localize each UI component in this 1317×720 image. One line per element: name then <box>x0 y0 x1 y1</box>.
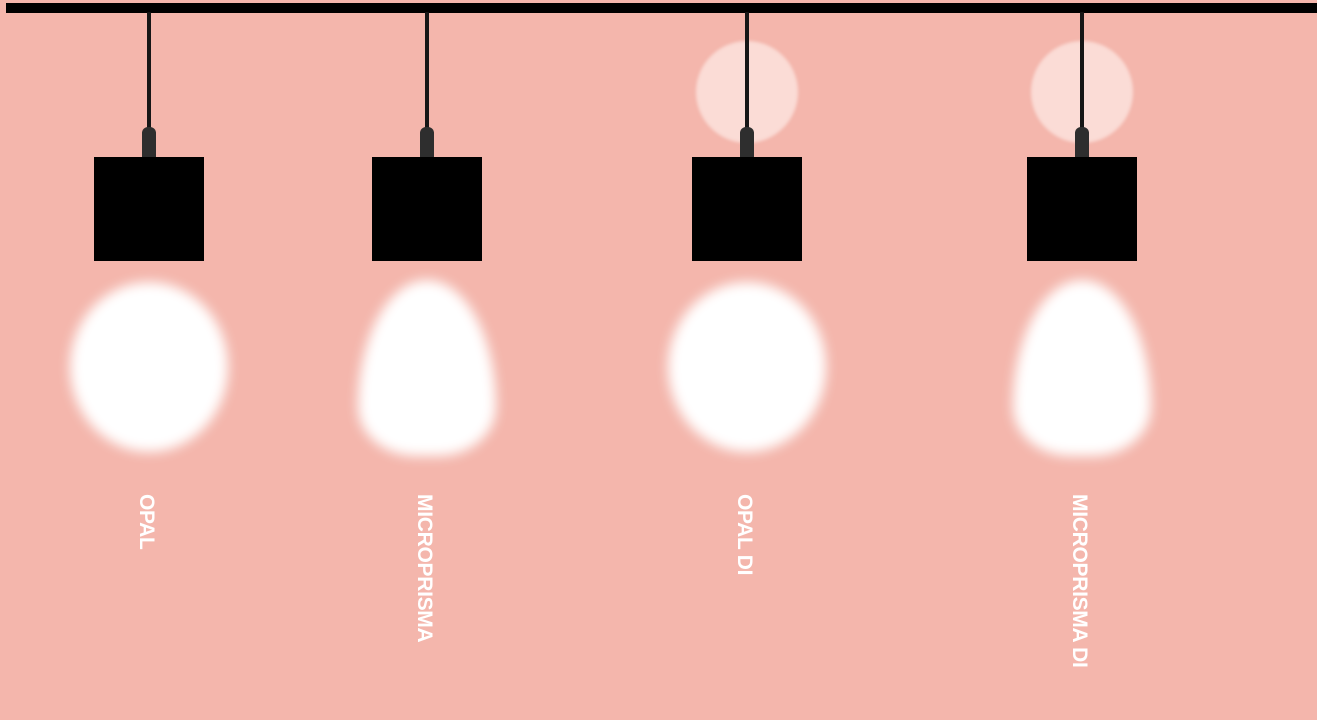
lamp-label: MICROPRISMA <box>414 494 435 642</box>
lamp-socket <box>740 127 754 160</box>
lamp-cord <box>1080 12 1084 130</box>
lamp-socket <box>1075 127 1089 160</box>
round-bulb-icon <box>668 282 826 452</box>
lamp-shade <box>94 157 204 261</box>
lamp-cord <box>147 12 151 130</box>
lamp-socket <box>420 127 434 160</box>
lamp-cord <box>425 12 429 130</box>
lamp-socket <box>142 127 156 160</box>
lamp-shade <box>1027 157 1137 261</box>
ceiling-rail <box>6 3 1317 13</box>
lamp-shade <box>692 157 802 261</box>
lamp-cord <box>745 12 749 130</box>
lamp-label: OPAL DI <box>734 494 755 575</box>
lamp-shade <box>372 157 482 261</box>
lamp-label: OPAL <box>136 494 157 550</box>
lamp-label: MICROPRISMA DI <box>1069 494 1090 668</box>
round-bulb-icon <box>70 282 228 452</box>
teardrop-bulb-icon <box>358 280 496 456</box>
teardrop-bulb-icon <box>1013 280 1151 456</box>
